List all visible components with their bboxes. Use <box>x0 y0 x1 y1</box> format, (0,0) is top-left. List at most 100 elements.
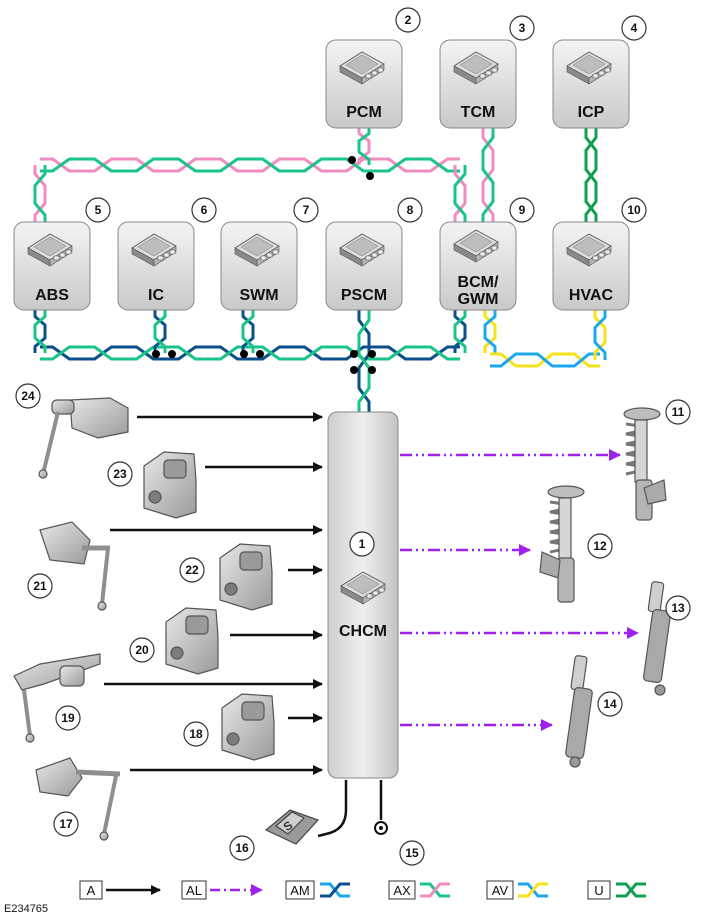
key-ax-twist <box>420 882 450 898</box>
figure-reference: E234765 <box>4 903 48 915</box>
callout-1: 1 <box>349 531 375 557</box>
bcm-gwm-module[interactable]: BCM/ GWM <box>439 221 517 311</box>
key-al-code: AL <box>186 883 202 898</box>
svg-text:5: 5 <box>95 203 102 217</box>
height-sensor-21 <box>39 521 110 611</box>
network-wiring <box>33 128 607 412</box>
callout-23: 23 <box>107 461 133 487</box>
rear-damper-13 <box>642 581 672 696</box>
key-av-code: AV <box>492 883 509 898</box>
svg-text:3: 3 <box>519 21 526 35</box>
svg-text:7: 7 <box>303 203 310 217</box>
callout-6: 6 <box>191 197 217 223</box>
pscm-module[interactable]: PSCM <box>325 221 403 311</box>
key-u-twist <box>616 882 646 898</box>
splice-dot <box>168 350 176 358</box>
tcm-module[interactable]: TCM <box>439 39 517 129</box>
callout-16: 16 <box>229 835 255 861</box>
ground-15 <box>374 821 388 835</box>
splice-dot <box>350 350 358 358</box>
svg-text:23: 23 <box>113 467 127 481</box>
key-am-code: AM <box>290 883 310 898</box>
key-am-twist <box>320 882 350 898</box>
swm-module[interactable]: SWM <box>220 221 298 311</box>
svg-text:6: 6 <box>201 203 208 217</box>
accelerometer-20 <box>165 607 219 675</box>
svg-text:10: 10 <box>627 203 641 217</box>
height-sensor-17 <box>35 757 121 841</box>
front-damper-12 <box>539 485 585 603</box>
key-av: AV <box>486 880 514 900</box>
am-network-pair <box>33 310 467 412</box>
svg-text:16: 16 <box>235 841 249 855</box>
svg-text:11: 11 <box>672 405 685 419</box>
svg-text:2: 2 <box>405 13 412 27</box>
svg-text:8: 8 <box>407 203 414 217</box>
pcm-module[interactable]: PCM <box>325 39 403 129</box>
key-u: U <box>587 880 611 900</box>
chcm-module[interactable]: CHCM <box>327 411 399 779</box>
pcm-label: PCM <box>346 104 382 121</box>
key-a-code: A <box>87 883 96 898</box>
pscm-label: PSCM <box>341 287 387 304</box>
svg-text:19: 19 <box>61 711 75 725</box>
u-network-pair <box>584 128 598 224</box>
ax-network-pair <box>33 128 495 224</box>
callout-21: 21 <box>27 573 53 599</box>
splice-dot <box>350 366 358 374</box>
key-a: A <box>79 880 161 900</box>
svg-text:4: 4 <box>631 21 638 35</box>
bcm-label: BCM/ <box>458 274 499 291</box>
ic-label: IC <box>148 287 164 304</box>
callout-9: 9 <box>509 197 535 223</box>
hvac-module[interactable]: HVAC <box>552 221 630 311</box>
accelerometer-23 <box>143 451 197 519</box>
splice-dot <box>256 350 264 358</box>
ic-module[interactable]: IC <box>117 221 195 311</box>
signal-arrows <box>104 412 639 838</box>
callout-22: 22 <box>179 557 205 583</box>
callout-10: 10 <box>621 197 647 223</box>
abs-module[interactable]: ABS <box>13 221 91 311</box>
callout-3: 3 <box>509 15 535 41</box>
callout-15: 15 <box>399 840 425 866</box>
callout-12: 12 <box>587 533 613 559</box>
fuse-16: S <box>264 809 320 845</box>
callout-17: 17 <box>53 811 79 837</box>
accelerometer-18 <box>221 693 275 761</box>
callout-5: 5 <box>85 197 111 223</box>
key-am: AM <box>285 880 315 900</box>
icp-label: ICP <box>578 104 605 121</box>
svg-text:24: 24 <box>21 389 35 403</box>
hvac-label: HVAC <box>569 287 614 304</box>
svg-text:18: 18 <box>189 727 203 741</box>
callout-11: 11 <box>665 399 691 425</box>
callout-7: 7 <box>293 197 319 223</box>
gwm-label: GWM <box>458 291 499 308</box>
callout-14: 14 <box>597 691 623 717</box>
key-ax: AX <box>388 880 416 900</box>
icp-module[interactable]: ICP <box>552 39 630 129</box>
key-u-code: U <box>594 883 603 898</box>
tcm-label: TCM <box>461 104 496 121</box>
callout-13: 13 <box>665 595 691 621</box>
callout-24: 24 <box>15 383 41 409</box>
callout-19: 19 <box>55 705 81 731</box>
svg-text:20: 20 <box>135 643 149 657</box>
splice-dot <box>240 350 248 358</box>
fuse-wire <box>317 780 348 838</box>
splice-dot <box>368 350 376 358</box>
callout-8: 8 <box>397 197 423 223</box>
abs-label: ABS <box>35 287 69 304</box>
svg-text:1: 1 <box>359 537 366 551</box>
key-al: AL <box>181 880 263 900</box>
av-network-pair <box>483 310 607 368</box>
svg-text:14: 14 <box>603 697 617 711</box>
svg-text:17: 17 <box>59 817 73 831</box>
legend: A AL AM AX AV U <box>79 880 646 900</box>
key-av-twist <box>518 882 548 898</box>
splice-dot <box>368 366 376 374</box>
callout-2: 2 <box>395 7 421 33</box>
